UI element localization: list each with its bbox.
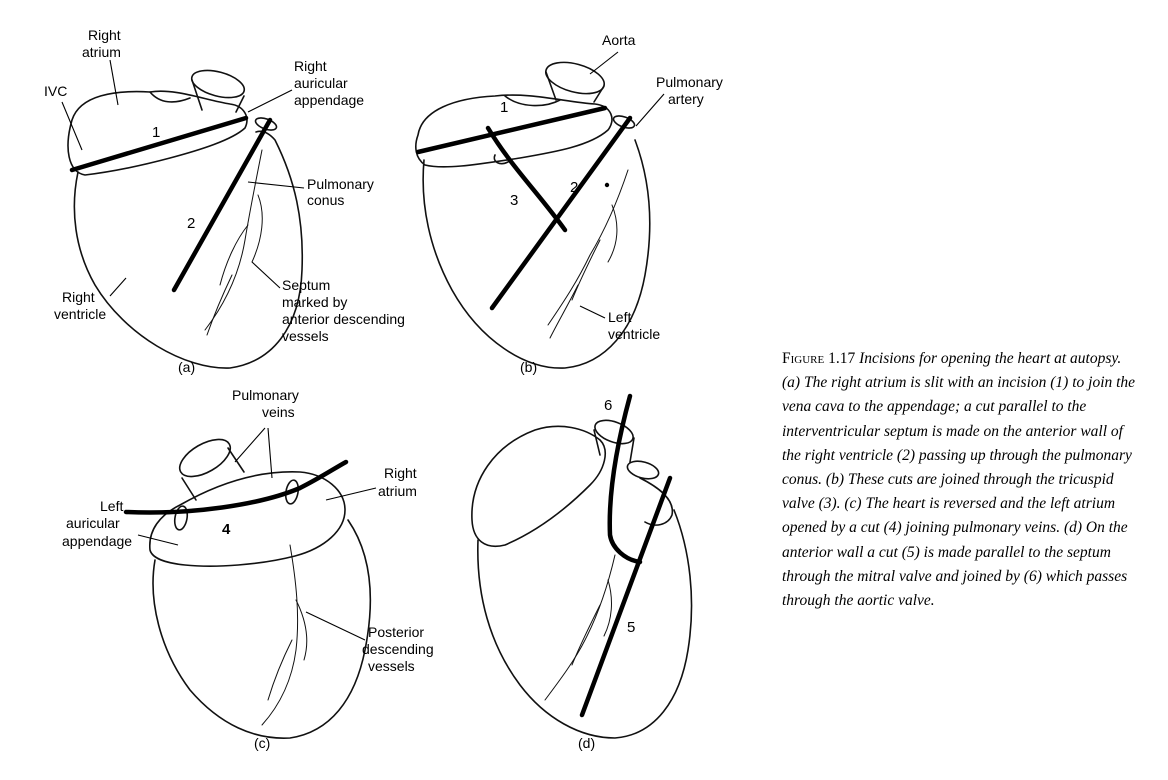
panel-c-heart-drawing xyxy=(149,438,372,739)
panel-b-heart-drawing xyxy=(415,61,651,369)
label-right-ventricle: Right ventricle xyxy=(54,289,106,322)
cut-number-2-b: 2 xyxy=(570,179,578,196)
incision-4-c xyxy=(123,459,349,515)
label-pulmonary-artery: Pulmonary artery xyxy=(656,74,727,107)
label-aorta: Aorta xyxy=(602,32,636,48)
figure-label: Figure 1.17 xyxy=(782,350,856,367)
cut-number-5-d: 5 xyxy=(627,619,635,636)
label-ivc: IVC xyxy=(44,83,67,99)
incision-5-d xyxy=(579,475,673,718)
panel-b: 1 2 3 Aorta Pulmonary artery Left ventri… xyxy=(415,32,727,375)
panel-d: 6 5 (d) xyxy=(471,393,693,751)
label-pulmonary-conus: Pulmonary conus xyxy=(307,176,378,208)
cut-number-1-a: 1 xyxy=(152,124,160,141)
incision-2-b xyxy=(489,115,633,311)
panel-tag-d: (d) xyxy=(578,735,595,751)
panel-d-heart-drawing xyxy=(471,419,693,739)
figure-caption: Figure 1.17 Incisions for opening the he… xyxy=(782,347,1142,613)
caption-text: Incisions for opening the heart at autop… xyxy=(782,350,1136,610)
label-right-atrium-c: Right atrium xyxy=(378,465,421,499)
panel-a-heart-drawing xyxy=(67,69,304,369)
incision-1-b xyxy=(415,105,608,155)
incision-1-a xyxy=(69,115,249,173)
incision-6-d xyxy=(607,393,643,565)
label-left-ventricle: Left ventricle xyxy=(608,309,660,342)
panel-c: 4 Pulmonary veins Right atrium Left auri… xyxy=(62,387,438,751)
cut-number-1-b: 1 xyxy=(500,99,508,116)
label-right-auricular-appendage: Right auricular appendage xyxy=(294,58,364,108)
panel-tag-b: (b) xyxy=(520,359,537,375)
label-posterior-vessels: Posterior descending vessels xyxy=(362,624,438,674)
cut-number-6-d: 6 xyxy=(604,397,612,414)
panel-a: 1 2 Right atrium IVC Right auricular app… xyxy=(44,27,409,375)
incision-3-b xyxy=(485,125,568,233)
incision-2-a xyxy=(171,117,273,293)
panel-tag-c: (c) xyxy=(254,735,270,751)
cut-number-2-a: 2 xyxy=(187,215,195,232)
label-septum: Septum marked by anterior descending ves… xyxy=(282,277,409,344)
label-left-auricular-appendage: Left auricular appendage xyxy=(62,498,132,549)
panel-tag-a: (a) xyxy=(178,359,195,375)
cut-number-4-c: 4 xyxy=(222,521,231,538)
label-right-atrium-a: Right atrium xyxy=(82,27,125,60)
label-pulmonary-veins: Pulmonary veins xyxy=(232,387,303,420)
cut-number-3-b: 3 xyxy=(510,192,518,209)
